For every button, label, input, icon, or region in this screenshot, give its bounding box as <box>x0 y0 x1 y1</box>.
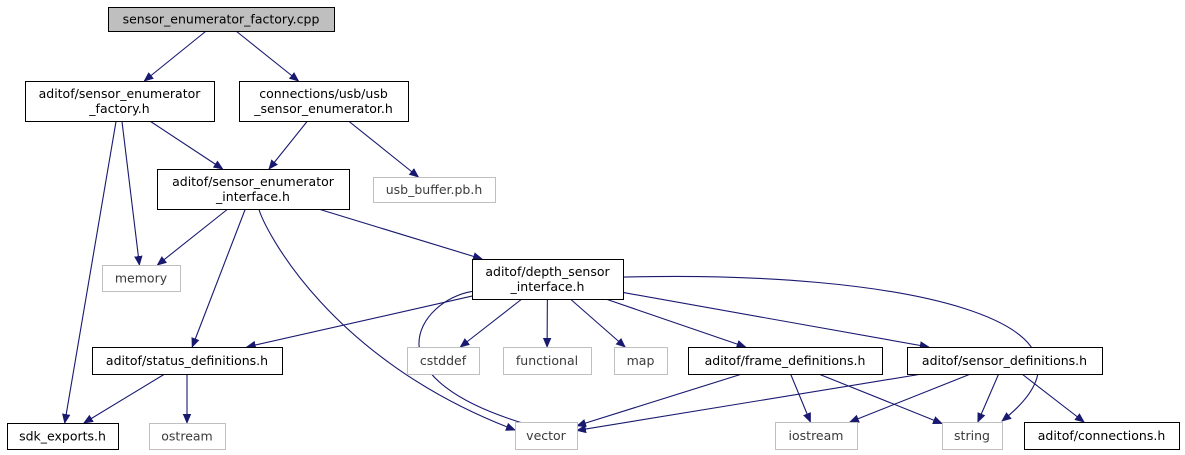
edge-frame_h-to-vector <box>576 373 743 428</box>
node-label: aditof/sensor_enumerator <box>172 174 335 189</box>
node-box <box>688 347 883 375</box>
node-label: memory <box>115 271 168 286</box>
node-label: aditof/connections.h <box>1038 428 1166 443</box>
edge-sensor_defs_h-to-connections_h <box>1021 373 1085 423</box>
node-box <box>108 7 335 32</box>
edge-enum_iface_h-to-status_h <box>191 208 246 348</box>
node-memory: memory <box>102 265 181 292</box>
node-sensor-defs-h[interactable]: aditof/sensor_definitions.h <box>907 347 1103 375</box>
node-label: sdk_exports.h <box>19 429 106 444</box>
node-box <box>1024 422 1180 450</box>
edge-frame_h-to-string <box>818 373 943 425</box>
node-label: _interface.h <box>215 189 290 204</box>
node-box <box>239 81 409 122</box>
edge-usb_enum_h-to-enum_iface_h <box>268 120 308 170</box>
node-ostream: ostream <box>149 423 226 450</box>
node-label: aditof/frame_definitions.h <box>705 353 866 368</box>
node-label: string <box>954 428 990 443</box>
node-usb-buffer: usb_buffer.pb.h <box>373 177 496 203</box>
edge-usb_enum_h-to-usb_buffer <box>348 120 420 178</box>
node-connections-h[interactable]: aditof/connections.h <box>1024 422 1180 450</box>
node-cstddef: cstddef <box>407 347 480 375</box>
node-label: _sensor_enumerator.h <box>253 101 393 116</box>
edge-sensor_defs_h-to-string <box>977 373 1000 423</box>
node-map: map <box>614 347 668 375</box>
node-factory-h[interactable]: aditof/sensor_enumerator_factory.h <box>25 81 215 122</box>
node-label: aditof/sensor_definitions.h <box>922 353 1087 368</box>
edge-sensor_defs_h-to-vector <box>576 373 923 434</box>
edge-root-to-usb_enum_h <box>235 30 300 82</box>
node-root[interactable]: sensor_enumerator_factory.cpp <box>108 7 335 32</box>
node-frame-h[interactable]: aditof/frame_definitions.h <box>688 347 883 375</box>
edge-depth_iface_h-to-sensor_defs_h <box>622 291 930 350</box>
node-box <box>373 177 496 203</box>
node-iostream: iostream <box>775 422 858 450</box>
edge-depth_iface_h-to-vector <box>418 290 541 430</box>
edge-frame_h-to-iostream <box>790 373 811 423</box>
edge-depth_iface_h-to-status_h <box>245 295 473 350</box>
edge-enum_iface_h-to-depth_iface_h <box>318 208 484 261</box>
node-enum-iface-h[interactable]: aditof/sensor_enumerator_interface.h <box>157 169 350 210</box>
node-box <box>907 347 1103 375</box>
node-label: iostream <box>789 428 844 443</box>
node-vector: vector <box>515 422 578 450</box>
node-label: vector <box>526 428 567 443</box>
edge-sensor_defs_h-to-iostream <box>849 373 971 423</box>
node-label: sensor_enumerator_factory.cpp <box>123 12 320 27</box>
edge-factory_h-to-memory <box>121 120 143 266</box>
node-box <box>472 259 624 300</box>
edge-depth_iface_h-to-string <box>622 275 1039 422</box>
edge-factory_h-to-enum_iface_h <box>149 120 224 170</box>
node-label: aditof/status_definitions.h <box>106 353 268 368</box>
node-label: functional <box>516 353 578 368</box>
edges <box>62 30 1085 434</box>
node-box <box>407 347 480 375</box>
node-box <box>503 347 592 375</box>
node-string: string <box>942 422 1003 450</box>
node-label: usb_buffer.pb.h <box>386 182 483 197</box>
node-label: connections/usb/usb <box>259 86 388 101</box>
node-label: _factory.h <box>88 101 149 116</box>
node-box <box>25 81 215 122</box>
edge-depth_iface_h-to-map <box>569 298 626 348</box>
edge-status_h-to-sdk_exports <box>83 373 166 424</box>
node-box <box>7 423 119 450</box>
node-box <box>614 347 668 375</box>
node-box <box>515 422 578 450</box>
node-functional: functional <box>503 347 592 375</box>
node-label: aditof/sensor_enumerator <box>39 86 202 101</box>
node-label: map <box>627 353 655 368</box>
nodes: sensor_enumerator_factory.cpp aditof/sens… <box>7 7 1180 450</box>
node-box <box>92 347 283 375</box>
edge-depth_iface_h-to-cstddef <box>459 298 523 348</box>
edge-factory_h-to-sdk_exports <box>62 120 117 424</box>
node-label: aditof/depth_sensor <box>485 264 610 279</box>
node-label: _interface.h <box>510 279 585 294</box>
node-sdk-exports[interactable]: sdk_exports.h <box>7 423 119 450</box>
node-depth-iface-h[interactable]: aditof/depth_sensor_interface.h <box>472 259 624 300</box>
edge-enum_iface_h-to-vector <box>258 208 516 431</box>
node-status-h[interactable]: aditof/status_definitions.h <box>92 347 283 375</box>
node-box <box>149 423 226 450</box>
edge-depth_iface_h-to-frame_h <box>605 298 747 349</box>
node-label: ostream <box>161 429 212 444</box>
node-box <box>942 422 1003 450</box>
node-box <box>157 169 350 210</box>
edge-root-to-factory_h <box>143 30 207 82</box>
node-usb-enum-h[interactable]: connections/usb/usb_sensor_enumerator.h <box>239 81 409 122</box>
node-box <box>102 265 181 292</box>
edge-enum_iface_h-to-memory <box>156 208 229 266</box>
node-label: cstddef <box>420 353 467 368</box>
node-box <box>775 422 858 450</box>
